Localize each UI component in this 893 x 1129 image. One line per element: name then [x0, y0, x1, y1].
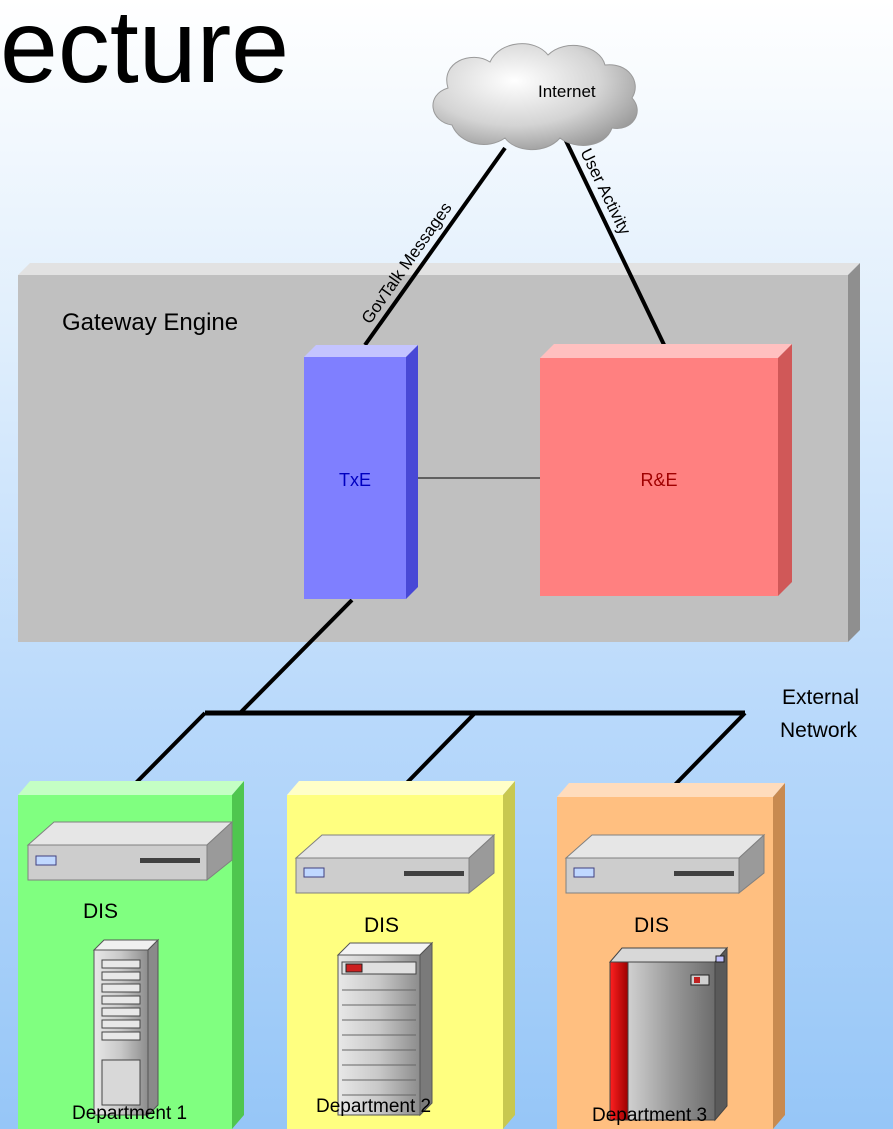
dept3-link	[663, 711, 747, 797]
dis-label-3: DIS	[634, 914, 669, 937]
gateway-engine-label: Gateway Engine	[62, 309, 238, 336]
txe-to-network-link	[238, 598, 354, 715]
external-network-label-line2: Network	[780, 719, 858, 742]
re-face	[540, 358, 778, 596]
dis-label-1: DIS	[83, 900, 118, 923]
server-cabinet-icon-2	[336, 941, 434, 1117]
department-2-label: Department 2	[316, 1096, 431, 1117]
network-lines	[122, 117, 747, 797]
slide-title-fragment: ecture	[0, 0, 289, 105]
external-network-label-line1: External	[782, 686, 859, 709]
internet-label: Internet	[538, 82, 596, 101]
dis-device-icon-2	[294, 833, 496, 895]
department-1-label: Department 1	[72, 1103, 187, 1124]
department-3-label: Department 3	[592, 1105, 707, 1126]
txe-label: TxE	[339, 470, 371, 490]
re-label: R&E	[640, 470, 677, 490]
dis-device-icon-1	[26, 820, 234, 882]
txe-face	[304, 357, 406, 599]
txe-box	[304, 345, 418, 599]
internet-cloud-icon	[432, 43, 638, 151]
govtalk-link	[363, 146, 507, 347]
tower-server-icon-1	[92, 938, 160, 1117]
user-activity-link	[553, 117, 669, 352]
mainframe-icon-3	[608, 946, 729, 1122]
dis-device-icon-3	[564, 833, 766, 895]
dis-label-2: DIS	[364, 914, 399, 937]
re-box	[540, 344, 792, 596]
